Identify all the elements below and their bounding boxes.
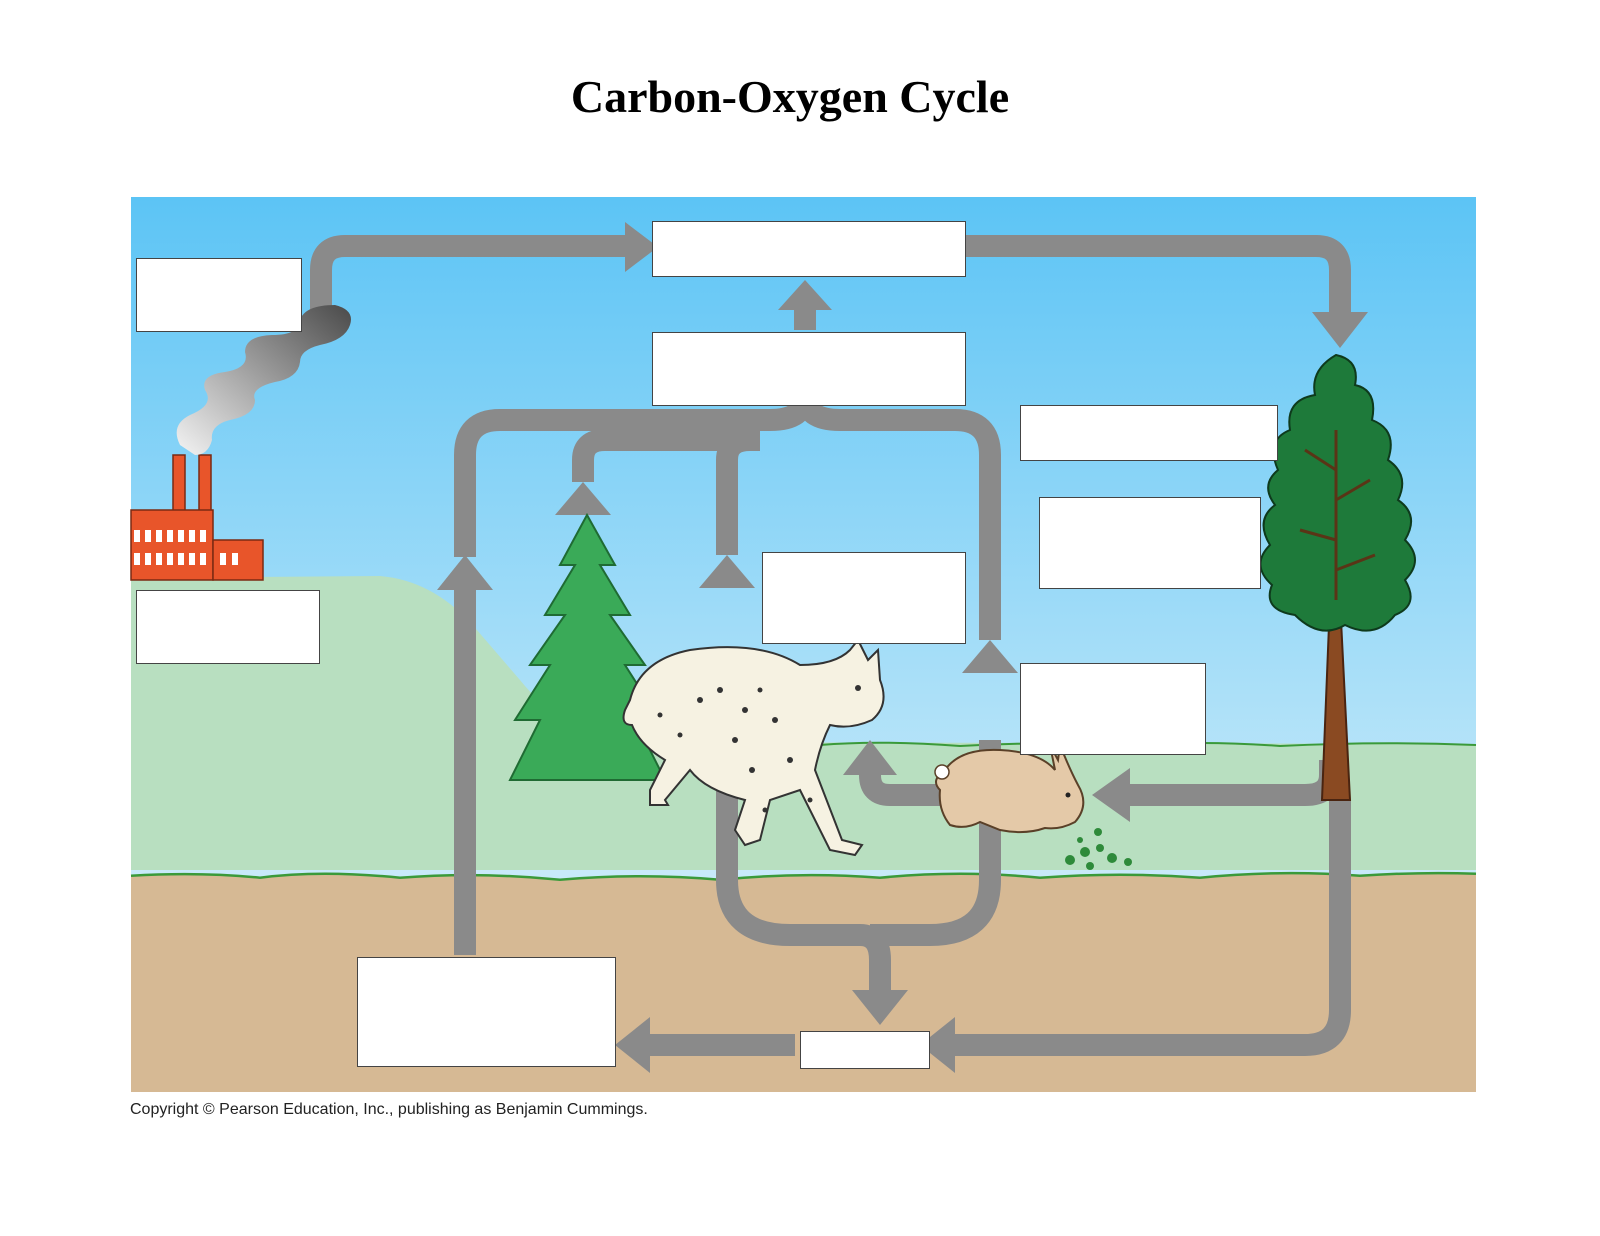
plant-intake-label[interactable] xyxy=(1039,497,1261,589)
fossil-fuel-label[interactable] xyxy=(357,957,616,1067)
decomposition-label[interactable] xyxy=(800,1031,930,1069)
factory-label[interactable] xyxy=(136,590,320,664)
factory-emission-label[interactable] xyxy=(136,258,302,332)
small-plant xyxy=(1065,828,1132,870)
photosynthesis-label[interactable] xyxy=(1020,405,1278,461)
grass-line xyxy=(130,871,1477,882)
animal-respiration-label[interactable] xyxy=(762,552,966,644)
factory xyxy=(130,454,264,581)
rabbit xyxy=(934,741,1085,834)
copyright-notice: Copyright © Pearson Education, Inc., pub… xyxy=(130,1101,648,1118)
atmosphere-label[interactable] xyxy=(652,221,966,277)
smoke xyxy=(176,305,351,455)
consumer-label[interactable] xyxy=(1020,663,1206,755)
arrow-heads xyxy=(437,222,1368,1073)
respiration-label[interactable] xyxy=(652,332,966,406)
lynx xyxy=(622,638,885,857)
deciduous-tree xyxy=(1259,353,1416,801)
page-title: Carbon-Oxygen Cycle xyxy=(570,71,1010,122)
